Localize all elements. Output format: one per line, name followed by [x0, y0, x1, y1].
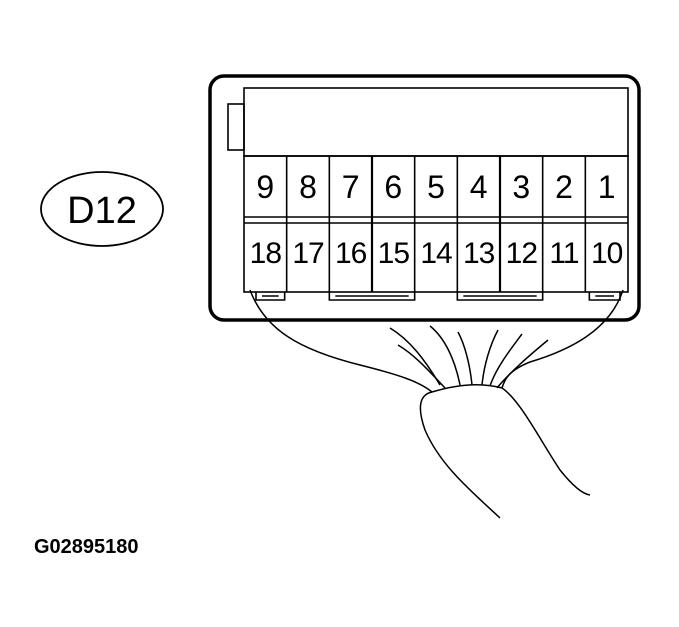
pin-top-4: 4 [470, 169, 488, 205]
pin-top-1: 1 [598, 169, 616, 205]
pin-bottom-14: 14 [420, 237, 452, 270]
wire-m5 [481, 329, 499, 386]
pin-lock-tab [456, 292, 544, 301]
bundle-left [419, 391, 501, 519]
pin-bottom-15: 15 [378, 237, 410, 270]
label-ellipse [40, 171, 164, 247]
figure-id: G02895180 [34, 536, 139, 558]
wire-m2 [397, 344, 446, 389]
wire-harness [249, 289, 624, 519]
pin-bottom-17: 17 [292, 237, 324, 270]
pin-bottom-13: 13 [463, 237, 495, 270]
pin-bottom-10: 10 [591, 237, 623, 270]
terminal-block [243, 155, 629, 293]
pin-top-6: 6 [384, 169, 402, 205]
pin-top-8: 8 [299, 169, 317, 205]
housing-top-panel [243, 87, 629, 157]
wire-m6 [489, 333, 523, 387]
bundle-right [501, 387, 591, 496]
pin-bottom-12: 12 [506, 237, 538, 270]
housing-outline [208, 74, 641, 322]
pin-top-2: 2 [555, 169, 573, 205]
pin-top-7: 7 [342, 169, 360, 205]
wire-m1 [389, 327, 441, 386]
pin-lock-tab [328, 292, 416, 301]
pin-bottom-18: 18 [250, 237, 282, 270]
wire-right [501, 289, 624, 389]
wire-m7 [496, 339, 549, 389]
pin-top-3: 3 [512, 169, 530, 205]
pin-top-5: 5 [427, 169, 445, 205]
connector-housing [208, 74, 641, 322]
wire-m4 [457, 331, 473, 386]
connector-label: D12 [67, 190, 137, 232]
wire-left [249, 289, 433, 393]
connector-label-badge: D12 [40, 171, 164, 247]
wire-m3 [429, 325, 461, 386]
pin-bottom-11: 11 [549, 237, 578, 270]
pin-bottom-16: 16 [335, 237, 367, 270]
bundle-top [431, 384, 503, 393]
housing-latch [227, 103, 245, 151]
pin-lock-tab [255, 292, 286, 301]
pin-top-9: 9 [256, 169, 274, 205]
